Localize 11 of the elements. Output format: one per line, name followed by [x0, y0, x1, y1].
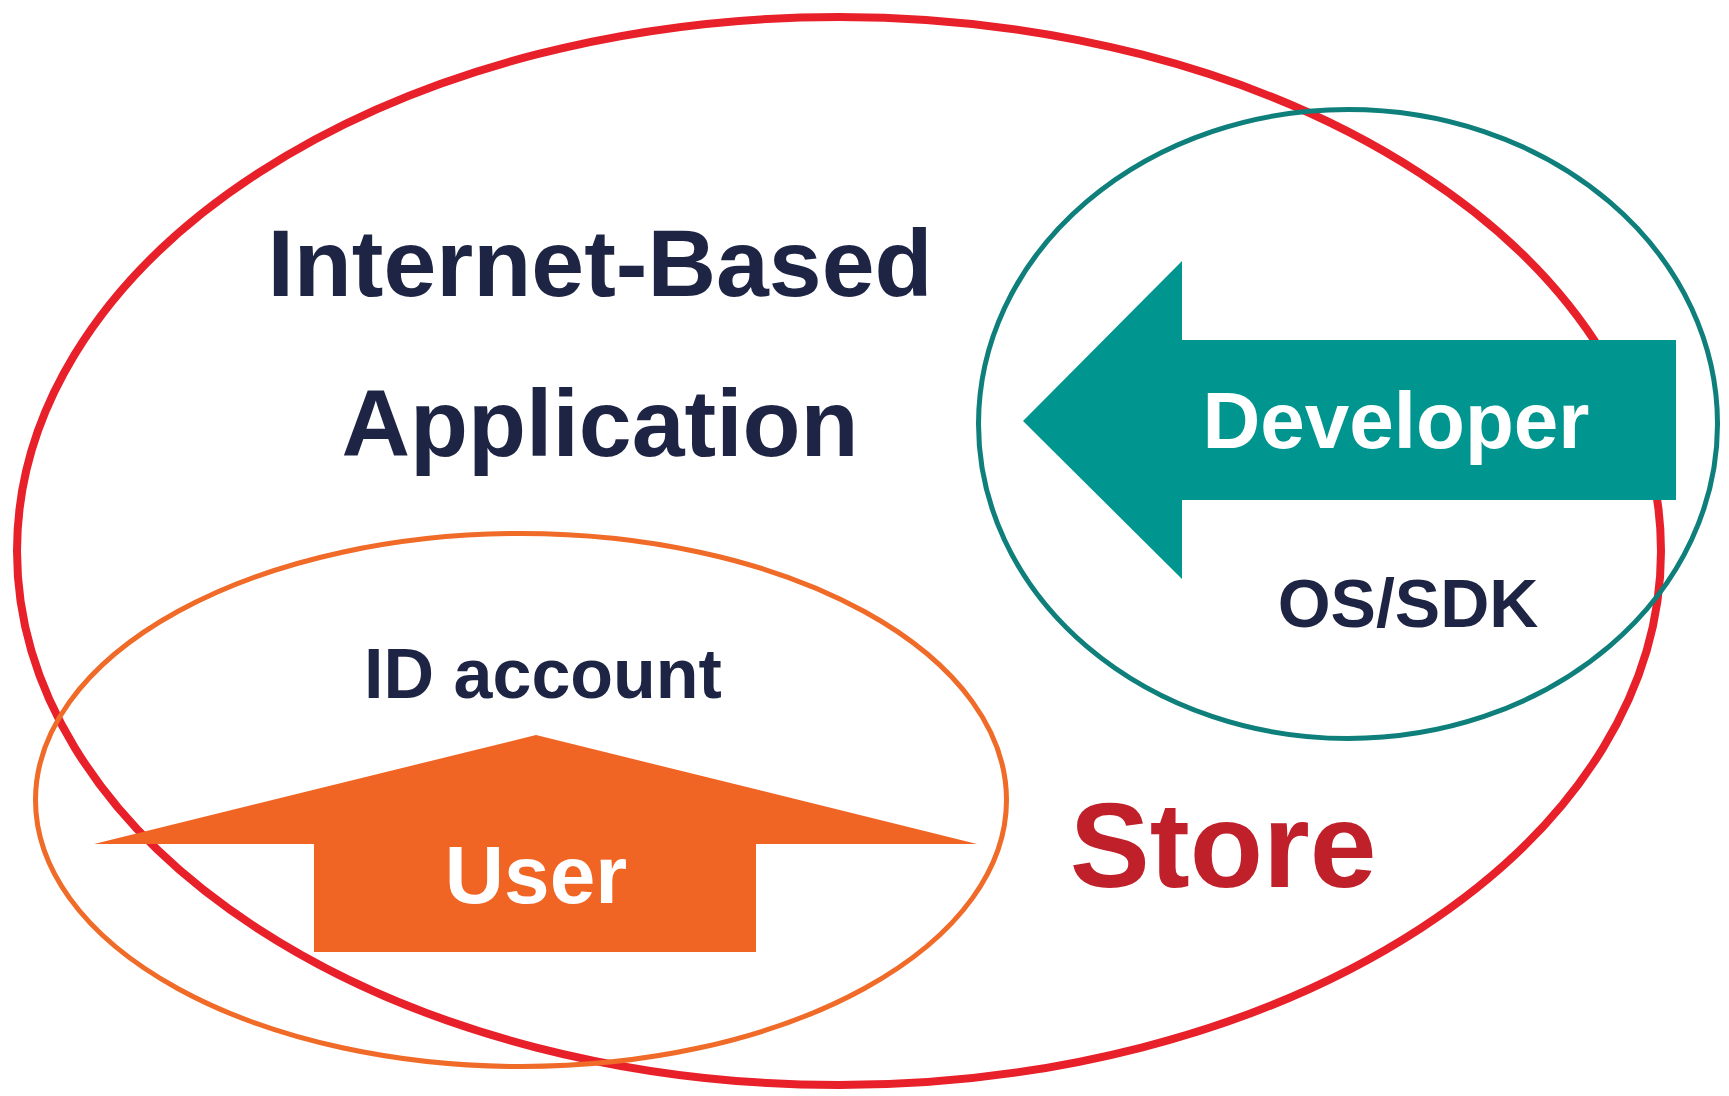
region-label: OS/SDK — [1276, 568, 1540, 638]
user-ellipse — [33, 531, 1009, 1069]
region-title: Internet-Based Application — [266, 209, 934, 478]
up-arrow — [94, 735, 977, 952]
arrow-label: User — [443, 830, 629, 920]
arrow-label: Developer — [1201, 376, 1591, 466]
left-arrow — [1023, 261, 1676, 579]
developer-ellipse — [976, 107, 1720, 741]
region-label: Store — [1068, 785, 1378, 905]
region-label: ID account — [363, 638, 723, 710]
outer-ellipse — [13, 13, 1665, 1089]
